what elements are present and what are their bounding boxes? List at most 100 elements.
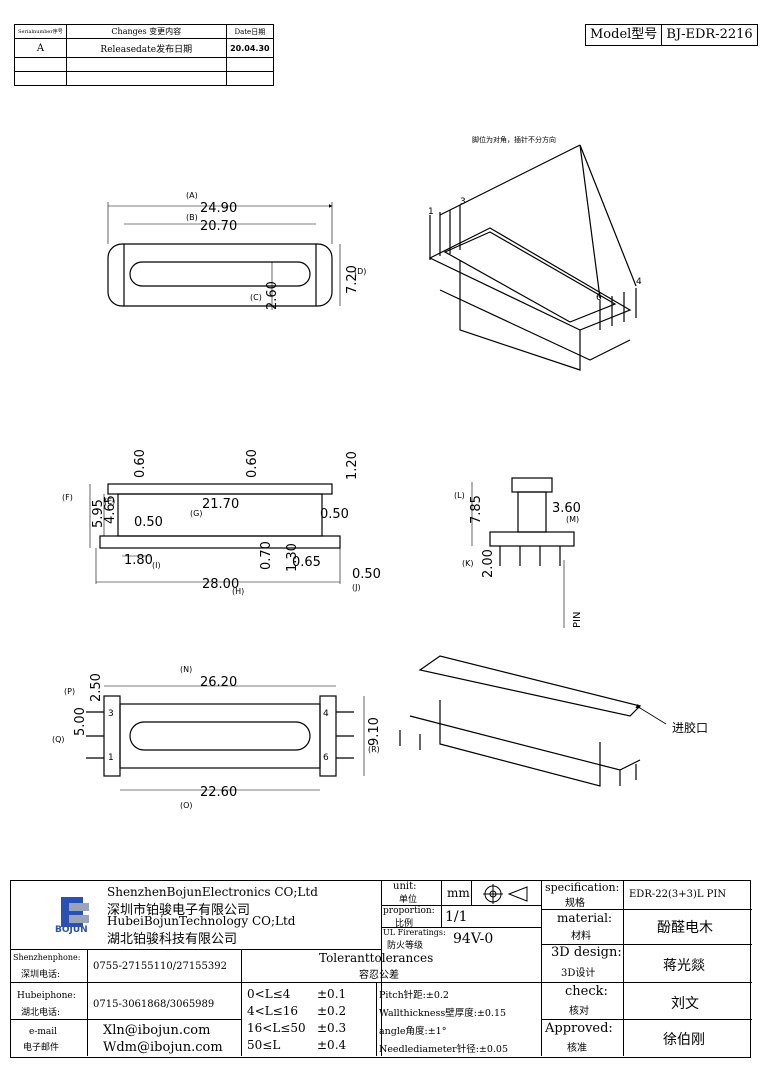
pin-number: 1 xyxy=(108,753,114,763)
tol-value: ±0.2 xyxy=(317,1004,347,1018)
tol-value: ±0.4 xyxy=(317,1038,347,1052)
dim-letter-c: (C) xyxy=(250,293,262,302)
tolerance-title-cn: 容忍公差 xyxy=(359,970,399,981)
material-value: 酚醛电木 xyxy=(657,920,713,936)
dim-b: 20.70 xyxy=(200,219,237,234)
pin-number: 3 xyxy=(108,709,114,719)
dim-letter-l: (L) xyxy=(454,491,465,500)
material-label: material: xyxy=(557,911,613,925)
tol-range: 16<L≤50 xyxy=(247,1021,306,1035)
spec-label-cn: 规格 xyxy=(565,898,585,909)
pin-number: 4 xyxy=(636,277,642,287)
tolerance-title: Toleranttolerances xyxy=(319,951,434,965)
company-cn1: 深圳市铂骏电子有限公司 xyxy=(107,903,251,918)
proportion-value: 1/1 xyxy=(445,909,468,925)
model-box: Model型号 BJ-EDR-2216 xyxy=(585,24,758,46)
tol-note: Needlediameter针径:±0.05 xyxy=(379,1044,509,1055)
email-label: e-mail xyxy=(29,1027,58,1037)
dim-h: 28.00 xyxy=(202,577,239,592)
dim-a: 24.90 xyxy=(200,201,237,216)
dim-letter-m: (M) xyxy=(566,515,579,524)
unit-label-cn: 单位 xyxy=(399,895,418,905)
check-label-cn: 核对 xyxy=(569,1006,589,1017)
dim-letter-g: (G) xyxy=(190,509,202,518)
dim-i3: 1.30 xyxy=(285,543,300,572)
dim-d: 7.20 xyxy=(345,265,360,294)
dim-letter-k: (K) xyxy=(462,559,474,568)
dim-k: 2.00 xyxy=(481,549,496,578)
pin-number: 6 xyxy=(596,293,602,303)
dim-letter-o: (O) xyxy=(180,801,193,810)
dim-i2: 0.70 xyxy=(259,541,274,570)
pin-note: 脚位为对角，插针不分方向 xyxy=(472,135,556,144)
spec-label: specification: xyxy=(545,881,620,894)
dim-e: 4.65 xyxy=(103,495,118,524)
gate-label: 进胶口 xyxy=(672,720,708,735)
model-value: BJ-EDR-2216 xyxy=(661,25,756,45)
dim-n: 26.20 xyxy=(200,675,237,690)
check-label: check: xyxy=(565,984,608,999)
dim-letter-e: (E) xyxy=(104,497,115,506)
dim-f: 5.95 xyxy=(91,499,106,528)
tol-range: 50≤L xyxy=(247,1038,281,1052)
dim-top1: 0.60 xyxy=(133,449,148,478)
dim-m: 3.60 xyxy=(552,501,581,516)
email-2: Wdm@ibojun.com xyxy=(103,1040,223,1055)
dim-p: 2.50 xyxy=(89,673,104,702)
model-label: Model型号 xyxy=(590,27,658,42)
spec-value: EDR-22(3+3)L PIN xyxy=(629,889,727,900)
projection-symbol xyxy=(483,884,533,907)
dim-letter-j: (J) xyxy=(352,583,361,592)
dim-i: 1.80 xyxy=(124,553,153,568)
dim-top2: 0.60 xyxy=(245,449,260,478)
bojun-logo: BOJUN xyxy=(55,895,99,935)
title-block: BOJUN ShenzhenBojunElectronics CO;Ltd 深圳… xyxy=(10,880,752,1058)
approved-label: Approved: xyxy=(545,1021,613,1036)
unit-label: unit: xyxy=(393,881,417,892)
dim-top3: 1.20 xyxy=(345,451,360,480)
tol-note: angle角度:±1° xyxy=(379,1026,447,1037)
dim-l: 7.85 xyxy=(469,495,484,524)
dim-letter-i: (I) xyxy=(152,561,161,570)
logo-text: BOJUN xyxy=(55,925,88,935)
check-value: 刘文 xyxy=(671,996,699,1012)
revision-table: Serialnumber序号 Changes 变更内容 Date日期 A Rel… xyxy=(14,24,275,86)
design-label-cn: 3D设计 xyxy=(561,968,596,979)
design-value: 蒋光燚 xyxy=(663,958,705,974)
approved-value: 徐伯刚 xyxy=(663,1032,705,1048)
pin-number: 3 xyxy=(460,197,466,207)
dim-g2: 0.50 xyxy=(320,507,349,522)
proportion-label-cn: 比例 xyxy=(395,919,414,929)
dim-letter-r: (R) xyxy=(368,745,380,754)
pin-side-label: PIN xyxy=(572,612,583,628)
shenzhen-phone-label-cn: 深圳电话: xyxy=(21,970,61,980)
tol-range: 0<L≤4 xyxy=(247,987,291,1001)
top-view-slot xyxy=(129,261,311,287)
material-label-cn: 材料 xyxy=(571,931,591,942)
proportion-label: proportion: xyxy=(383,906,435,916)
dim-letter-p: (P) xyxy=(64,687,75,696)
tol-value: ±0.1 xyxy=(317,987,347,1001)
pin-number: 4 xyxy=(323,709,329,719)
pin-number: 6 xyxy=(323,753,329,763)
dim-letter-a: (A) xyxy=(186,191,198,200)
company-cn2: 湖北铂骏科技有限公司 xyxy=(107,932,238,947)
tol-note: Pitch针距:±0.2 xyxy=(379,990,449,1001)
pin-number: 1 xyxy=(428,207,434,217)
approved-label-cn: 核准 xyxy=(567,1043,587,1054)
hubei-phone-label: Hubeiphone: xyxy=(17,991,76,1001)
tol-value: ±0.3 xyxy=(317,1021,347,1035)
company-en1: ShenzhenBojunElectronics CO;Ltd xyxy=(107,885,318,899)
fire-label: UL Fireratings: xyxy=(383,928,446,937)
dim-letter-h: (H) xyxy=(232,587,244,596)
email-label-cn: 电子邮件 xyxy=(23,1043,60,1053)
dim-c: 2.60 xyxy=(265,281,280,310)
dim-q: 5.00 xyxy=(73,707,88,736)
tol-note: Wallthickness壁厚度:±0.15 xyxy=(379,1008,507,1019)
dim-g1: 0.50 xyxy=(134,515,163,530)
dim-r: 9.10 xyxy=(367,717,382,746)
unit-value: mm xyxy=(447,886,470,900)
dim-letter-f: (F) xyxy=(62,493,73,502)
shenzhen-phone-label: Shenzhenphone: xyxy=(13,953,81,962)
dim-letter-q: (Q) xyxy=(52,735,65,744)
